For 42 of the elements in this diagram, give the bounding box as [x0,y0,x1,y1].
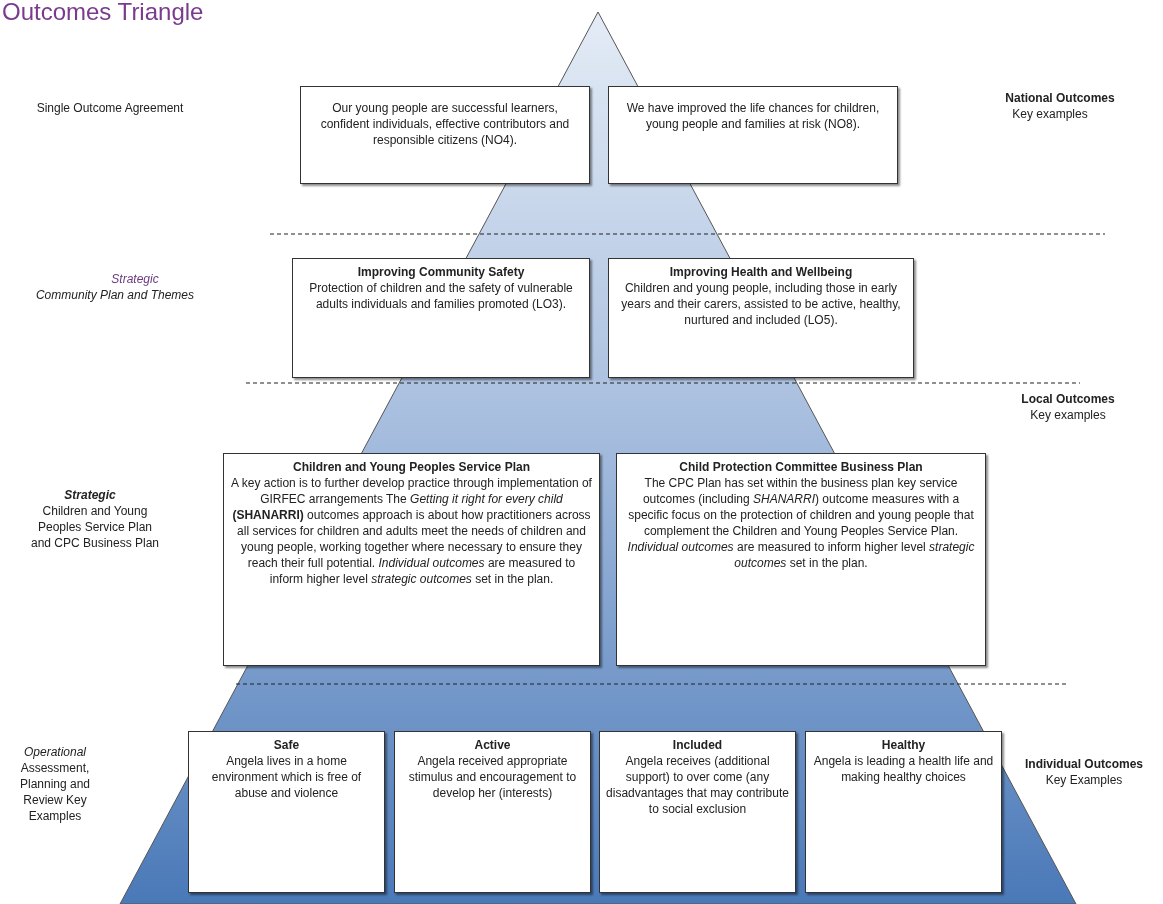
side-label: Local Outcomes [1020,392,1116,408]
outcome-box [292,258,590,378]
outcome-box [394,731,591,893]
side-label: Strategic [110,272,160,288]
box-text: Our young people are successful learners, confident individuals, effective contributors and responsible citizens (NO4). [319,101,571,149]
side-label: National Outcomes [1004,91,1116,107]
side-label: Individual Outcomes [1024,757,1144,773]
box-heading: Safe [272,738,301,754]
outcome-box [805,731,1002,893]
box-heading: Included [671,738,724,754]
outcome-box [223,453,600,666]
side-label: Single Outcome Agreement [35,101,185,117]
side-label: Operational [22,745,87,761]
box-text: A key action is to further develop practice through implementation of GIRFEC arrangements The Getting it right for every child (SHANARRI) outcomes approach is about how practitioners across all services for children and adults meet the needs of children and young people, working together where necessary to ensure they reach their full potential. Individual outcomes are measured to inform higher level strategic outcomes set in the plan. [230,475,593,588]
box-heading: Healthy [880,738,927,754]
outcome-box [608,258,914,378]
side-label: Key examples [1011,107,1089,123]
outcome-box [616,453,986,666]
side-label: Key Examples [1044,773,1124,789]
outcome-box [608,86,898,184]
box-text: Protection of children and the safety of vulnerable adults individuals and families promoted (LO3). [308,280,574,313]
box-text: Angela lives in a home environment which is free of abuse and violence [210,753,363,802]
box-text: Children and young people, including those in early years and their carers, assisted to be active, healthy, nurtured and included (LO5). [620,280,902,329]
box-heading: Improving Health and Wellbeing [668,265,854,281]
side-label: Community Plan and Themes [34,288,196,304]
side-label: Key examples [1029,408,1107,424]
box-text: Angela receives (additional support) to over come (any disadvantages that may contribute to social exclusion [606,753,789,818]
box-heading: Improving Community Safety [356,265,526,281]
outcome-box [300,86,590,184]
box-text: We have improved the life chances for children, young people and families at risk (NO8). [625,101,881,133]
side-label: Strategic [63,488,117,504]
side-label: Assessment, Planning and Review Key Examples [18,761,92,825]
side-label: Children and Young Peoples Service Plan and CPC Business Plan [30,504,160,552]
outcome-box [599,731,796,893]
box-heading: Child Protection Committee Business Plan [678,460,924,476]
diagram-title: Outcomes Triangle [2,0,204,26]
box-heading: Active [473,738,512,754]
box-text: Angela is leading a health life and making healthy choices [812,753,995,786]
box-text: The CPC Plan has set within the business plan key service outcomes (including SHANARRI) outcome measures with a specific focus on the protection of children and young people that complement the Children and Young Peoples Service Plan. Individual outcomes are measured to inform higher level strategic outcomes set in the plan. [626,475,976,572]
box-heading: Children and Young Peoples Service Plan [292,460,531,476]
box-text: Angela received appropriate stimulus and encouragement to develop her (interests) [407,753,578,802]
outcome-box [188,731,385,893]
